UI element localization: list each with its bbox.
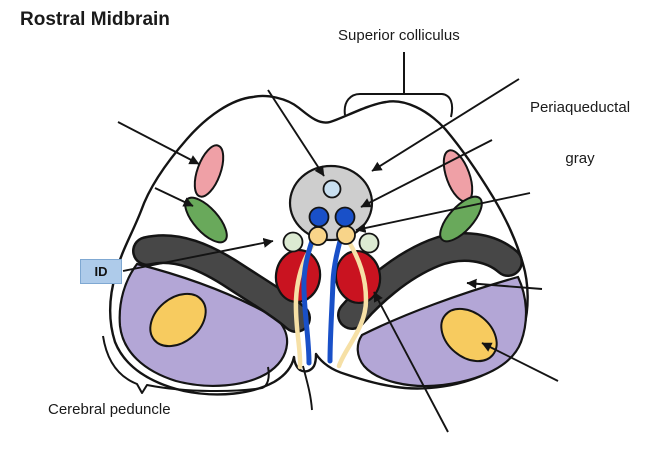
dark-band-left bbox=[134, 236, 309, 331]
periaqueductal-gray-label: Periaqueductal gray bbox=[516, 65, 644, 201]
pointer-to-pink-left bbox=[117, 121, 200, 165]
light-green-nucleus-left bbox=[282, 231, 304, 253]
yellow-oval-left bbox=[149, 292, 207, 348]
blue-nucleus-left bbox=[308, 206, 330, 228]
superior-colliculus-label: Superior colliculus bbox=[338, 27, 460, 44]
tan-nucleus-right bbox=[336, 225, 356, 245]
cerebral-peduncle-brace bbox=[102, 335, 270, 394]
pink-oval-left bbox=[193, 144, 225, 198]
pointer-from-fossa bbox=[302, 365, 313, 411]
periaqueductal-gray-label-line2: gray bbox=[565, 150, 595, 167]
superior-colliculus-bracket bbox=[343, 93, 454, 118]
periaqueductal-gray-label-line1: Periaqueductal bbox=[529, 99, 631, 116]
pointer-to-dark-band-right bbox=[466, 278, 543, 290]
cerebral-peduncle-label: Cerebral peduncle bbox=[48, 401, 171, 418]
pointer-to-red-nucleus-right bbox=[373, 291, 449, 433]
pointer-to-periaqueductal-gray bbox=[371, 78, 520, 172]
tan-nucleus-left bbox=[308, 226, 328, 246]
pointer-to-aqueduct bbox=[267, 89, 325, 177]
pointer-to-yellow-oval-right bbox=[481, 342, 559, 382]
id-answer-box[interactable]: ID bbox=[80, 259, 122, 284]
blue-nucleus-right bbox=[334, 206, 356, 228]
pointer-from-id-box bbox=[122, 237, 274, 272]
page-title: Rostral Midbrain bbox=[20, 9, 170, 30]
pointer-to-blue-nucleus bbox=[360, 139, 493, 208]
cream-nerve-right bbox=[336, 239, 369, 369]
light-green-nucleus-right bbox=[358, 232, 380, 254]
green-oval-right bbox=[439, 195, 483, 243]
aqueduct-circle bbox=[322, 179, 342, 199]
pointer-to-green-left bbox=[154, 187, 194, 207]
pointer-to-tan-nucleus bbox=[355, 192, 531, 233]
